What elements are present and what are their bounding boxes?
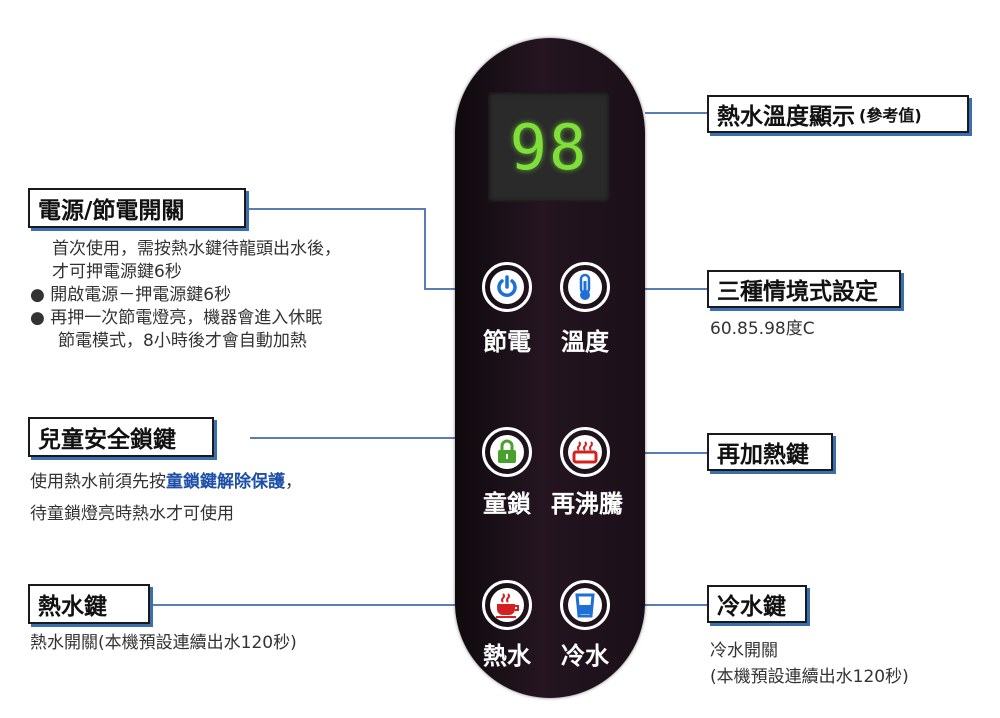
callout-power-desc: 首次使用，需按熱水鍵待龍頭出水後， 才可押電源鍵6秒 ● 開啟電源－押電源鍵6秒… <box>30 238 430 353</box>
cold-water-desc-line2: (本機預設連續出水120秒) <box>710 667 909 687</box>
temperature-button[interactable] <box>560 262 610 312</box>
label-power-saving: 節電 <box>483 328 531 356</box>
label-cold-water: 冷水 <box>561 642 609 670</box>
callout-reboil-title: 再加熱鍵 <box>717 442 809 468</box>
connector-child-lock <box>250 437 480 439</box>
callout-child-lock: 兒童安全鎖鍵 <box>28 417 214 457</box>
power-button[interactable] <box>482 262 532 312</box>
cold-cup-icon <box>568 588 602 622</box>
callout-child-lock-title: 兒童安全鎖鍵 <box>38 427 176 453</box>
connector-cold-water <box>610 604 707 606</box>
callout-modes-title: 三種情境式設定 <box>717 279 878 305</box>
callout-temp-display: 熱水溫度顯示 (參考值) <box>707 95 969 133</box>
connector-power-h2 <box>424 288 480 290</box>
power-desc-bullet1: ● 開啟電源－押電源鍵6秒 <box>30 285 232 305</box>
label-reboil: 再沸騰 <box>551 490 623 518</box>
callout-cold-water-title: 冷水鍵 <box>717 594 786 620</box>
callout-temp-display-note: (參考值) <box>859 106 922 125</box>
callout-hot-water: 熱水鍵 <box>28 584 150 624</box>
connector-power-v <box>424 208 426 290</box>
power-icon <box>490 270 524 304</box>
child-lock-button[interactable] <box>482 427 532 477</box>
callout-cold-water: 冷水鍵 <box>707 585 807 623</box>
label-child-lock: 童鎖 <box>483 490 531 518</box>
cold-water-desc-line1: 冷水開關 <box>710 641 778 661</box>
lock-icon <box>490 435 524 469</box>
connector-temp-display <box>645 112 707 114</box>
child-lock-desc-line2: 待童鎖燈亮時熱水才可使用 <box>30 504 234 524</box>
callout-cold-water-desc: 冷水開關 (本機預設連續出水120秒) <box>710 638 909 690</box>
child-lock-desc-line1: 使用熱水前須先按童鎖鍵解除保護， <box>30 472 302 492</box>
callout-hot-water-desc: 熱水開關(本機預設連續出水120秒) <box>30 633 297 653</box>
temperature-value: 98 <box>509 110 589 184</box>
temperature-display: 98 <box>488 92 610 202</box>
callout-hot-water-title: 熱水鍵 <box>38 594 107 620</box>
reboil-button[interactable] <box>560 427 610 477</box>
hot-cup-icon <box>490 588 524 622</box>
reboil-icon <box>568 435 602 469</box>
callout-power-title: 電源/節電開關 <box>38 198 185 224</box>
power-desc-bullet2: ● 再押一次節電燈亮，機器會進入休眠 <box>30 308 323 328</box>
callout-power: 電源/節電開關 <box>28 188 246 228</box>
callout-child-lock-desc: 使用熱水前須先按童鎖鍵解除保護， 待童鎖燈亮時熱水才可使用 <box>30 466 450 530</box>
connector-reboil <box>610 452 707 454</box>
power-desc-line2: 才可押電源鍵6秒 <box>52 262 182 282</box>
callout-modes: 三種情境式設定 <box>707 270 901 308</box>
label-temperature: 溫度 <box>561 328 609 356</box>
thermometer-icon <box>568 270 602 304</box>
connector-power-h1 <box>245 208 425 210</box>
power-desc-bullet2-cont: 節電模式，8小時後才會自動加熱 <box>58 331 307 351</box>
cold-water-button[interactable] <box>560 580 610 630</box>
hot-water-button[interactable] <box>482 580 532 630</box>
callout-modes-desc: 60.85.98度C <box>710 319 815 339</box>
label-hot-water: 熱水 <box>483 642 531 670</box>
callout-reboil: 再加熱鍵 <box>707 433 833 471</box>
connector-modes <box>610 288 707 290</box>
connector-hot-water <box>150 604 480 606</box>
power-desc-line1: 首次使用，需按熱水鍵待龍頭出水後， <box>52 239 341 259</box>
callout-temp-display-title: 熱水溫度顯示 <box>717 104 855 130</box>
